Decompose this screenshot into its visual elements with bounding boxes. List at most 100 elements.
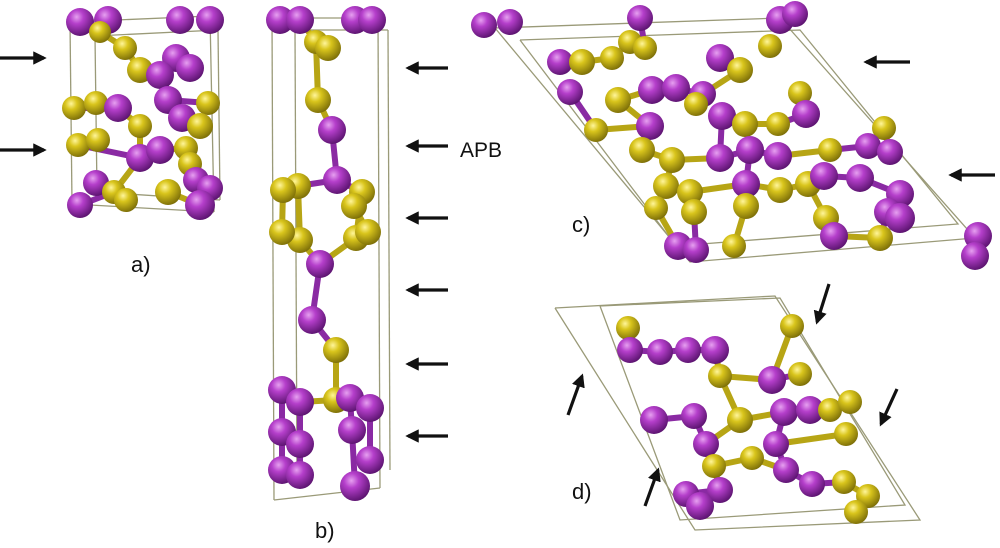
yellow-atom: [84, 91, 108, 115]
panel-label-c: c): [572, 212, 590, 237]
yellow-atom: [681, 199, 707, 225]
purple-atom: [810, 162, 838, 190]
purple-atom: [846, 164, 874, 192]
purple-atom: [681, 403, 707, 429]
yellow-atom: [113, 36, 137, 60]
purple-atom: [855, 133, 881, 159]
yellow-atom: [653, 173, 679, 199]
unit-cell-edge: [554, 295, 922, 531]
purple-atom: [763, 431, 789, 457]
yellow-atom: [270, 177, 296, 203]
purple-atom: [732, 170, 760, 198]
purple-atom: [176, 54, 204, 82]
yellow-atom: [355, 219, 381, 245]
purple-atom: [306, 250, 334, 278]
purple-atom: [636, 112, 664, 140]
purple-atom: [796, 396, 824, 424]
purple-atom: [547, 49, 573, 75]
purple-atom: [820, 222, 848, 250]
yellow-atom: [644, 196, 668, 220]
purple-atom: [323, 166, 351, 194]
boundary-arrow: [643, 467, 661, 507]
yellow-atom: [569, 49, 595, 75]
purple-atom: [885, 203, 915, 233]
yellow-atom: [834, 422, 858, 446]
yellow-atom: [788, 81, 812, 105]
purple-atom: [557, 79, 583, 105]
purple-atom: [770, 398, 798, 426]
purple-atom: [693, 431, 719, 457]
purple-atom: [627, 5, 653, 31]
yellow-atom: [677, 179, 703, 205]
purple-atom: [356, 394, 384, 422]
yellow-atom: [315, 35, 341, 61]
panel-label-d: d): [572, 479, 592, 504]
purple-atom: [196, 6, 224, 34]
yellow-atom: [727, 407, 753, 433]
purple-atom: [701, 336, 729, 364]
purple-atom: [66, 8, 94, 36]
yellow-atom: [818, 138, 842, 162]
purple-atom: [286, 430, 314, 458]
yellow-atom: [305, 87, 331, 113]
yellow-atom: [128, 114, 152, 138]
yellow-atom: [684, 92, 708, 116]
purple-atom: [758, 366, 786, 394]
yellow-atom: [66, 133, 90, 157]
purple-atom: [146, 136, 174, 164]
yellow-atom: [155, 179, 181, 205]
yellow-atom: [818, 398, 842, 422]
purple-atom: [67, 192, 93, 218]
panel-c-structure: [471, 1, 992, 270]
boundary-arrow: [813, 283, 831, 325]
purple-atom: [286, 6, 314, 34]
panel-a-structure: [62, 6, 224, 220]
purple-atom: [707, 477, 733, 503]
yellow-atom: [196, 91, 220, 115]
yellow-atom: [758, 34, 782, 58]
yellow-atom: [832, 470, 856, 494]
yellow-atom: [62, 96, 86, 120]
purple-atom: [266, 6, 294, 34]
yellow-atom: [733, 193, 759, 219]
purple-atom: [708, 102, 736, 130]
yellow-atom: [702, 454, 726, 478]
purple-atom: [358, 6, 386, 34]
purple-atom: [706, 144, 734, 172]
yellow-atom: [780, 314, 804, 338]
purple-atom: [706, 44, 734, 72]
panel-d-structure: [554, 295, 922, 531]
purple-atom: [185, 190, 215, 220]
unit-cell-edge: [599, 297, 907, 521]
yellow-atom: [838, 390, 862, 414]
purple-atom: [640, 406, 668, 434]
yellow-atom: [766, 112, 790, 136]
panel-b-structure: [266, 6, 391, 501]
yellow-atom: [633, 36, 657, 60]
yellow-atom: [767, 177, 793, 203]
purple-atom: [340, 471, 370, 501]
purple-atom: [638, 76, 666, 104]
yellow-atom: [187, 113, 213, 139]
purple-atom: [877, 139, 903, 165]
unit-cell-edge: [519, 29, 960, 247]
purple-atom: [617, 337, 643, 363]
yellow-atom: [86, 128, 110, 152]
purple-atom: [792, 100, 820, 128]
purple-atom: [471, 12, 497, 38]
boundary-arrows: [0, 51, 995, 507]
yellow-atom: [584, 118, 608, 142]
yellow-atom: [269, 219, 295, 245]
purple-atom: [298, 306, 326, 334]
yellow-atom: [844, 500, 868, 524]
purple-atom: [166, 6, 194, 34]
yellow-atom: [629, 137, 655, 163]
purple-atom: [799, 471, 825, 497]
yellow-atom: [89, 21, 111, 43]
purple-atom: [286, 461, 314, 489]
purple-atom: [647, 339, 673, 365]
purple-atom: [683, 237, 709, 263]
purple-atom: [675, 337, 701, 363]
yellow-atom: [616, 316, 640, 340]
